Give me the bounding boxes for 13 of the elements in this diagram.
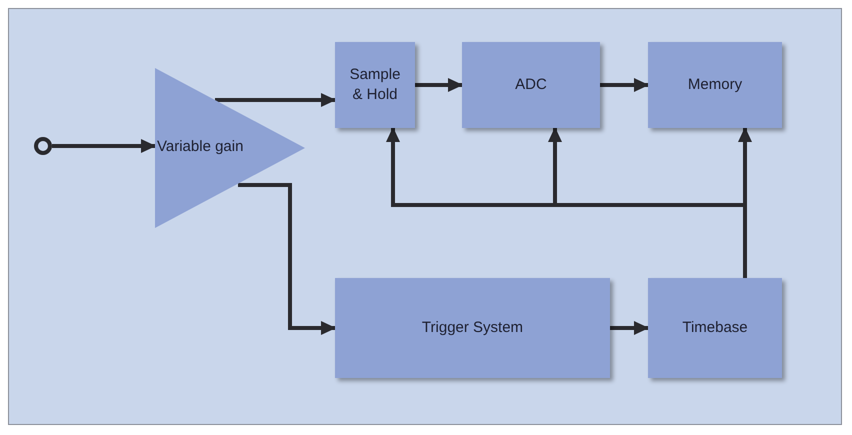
amplifier-label: Variable gain <box>157 137 244 157</box>
arrow <box>610 321 649 335</box>
arrow <box>415 78 463 92</box>
process-box: Memory <box>648 42 782 128</box>
process-box: Trigger System <box>335 278 610 378</box>
arrow <box>52 139 156 153</box>
process-box: ADC <box>462 42 600 128</box>
arrow <box>238 183 336 335</box>
arrow <box>600 78 649 92</box>
process-box: Timebase <box>648 278 782 378</box>
arrow <box>215 93 336 107</box>
process-box: Sample & Hold <box>335 42 415 128</box>
arrow <box>386 127 747 278</box>
